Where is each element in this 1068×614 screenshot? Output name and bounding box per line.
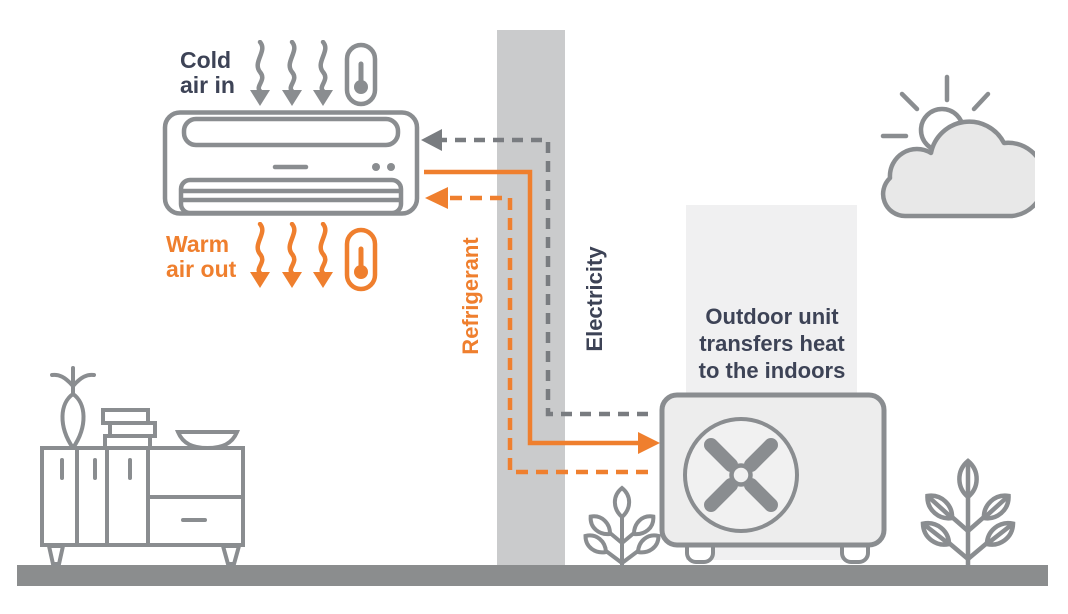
ground-bar <box>17 565 1048 586</box>
cloud-icon <box>880 119 1035 219</box>
refrigerant-return-line <box>425 187 648 475</box>
indoor-unit-icon <box>162 110 420 216</box>
thermometer-cold-icon <box>344 42 378 107</box>
thermometer-warm-icon <box>344 227 378 292</box>
vase-icon <box>50 366 96 452</box>
plant-large-icon <box>920 458 1016 567</box>
warm-air-arrows-icon <box>250 222 333 288</box>
cold-air-label: Cold air in <box>180 47 235 98</box>
outdoor-unit-caption: Outdoor unit transfers heat to the indoo… <box>698 304 846 383</box>
warm-air-label: Warm air out <box>166 231 237 282</box>
outdoor-unit-icon <box>659 392 887 564</box>
cabinet-icon <box>40 366 245 566</box>
books-icon <box>101 408 157 450</box>
refrigerant-out-line <box>424 169 660 454</box>
refrigerant-label: Refrigerant <box>458 237 483 355</box>
cold-air-arrows-icon <box>250 40 333 106</box>
sun-cloud-icon <box>880 74 1035 219</box>
electricity-line <box>421 129 648 417</box>
electricity-label: Electricity <box>582 246 607 352</box>
plant-small-icon <box>583 485 661 567</box>
bowl-icon <box>174 430 241 451</box>
